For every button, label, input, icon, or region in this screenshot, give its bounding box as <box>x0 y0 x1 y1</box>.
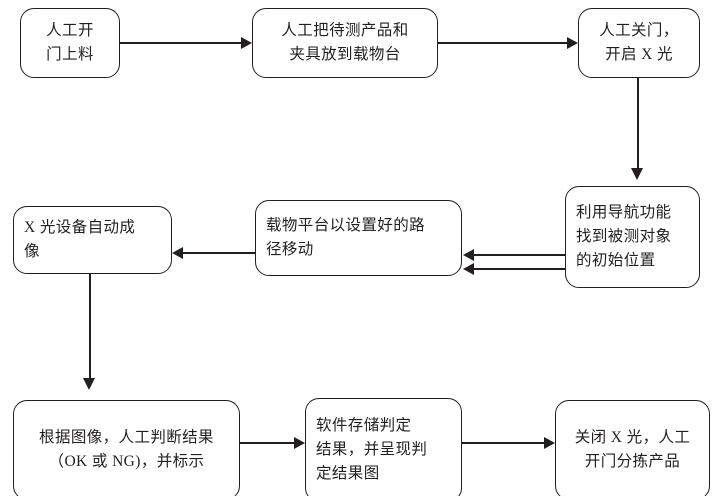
edge-n4-n5-line-upper <box>474 254 565 256</box>
flow-node-n1-label: 人工开 门上料 <box>46 21 94 63</box>
flow-node-n3[interactable]: 人工关门， 开启 X 光 <box>578 8 700 78</box>
flow-node-n1[interactable]: 人工开 门上料 <box>20 8 120 78</box>
flow-node-n7[interactable]: 根据图像，人工判断结果 （OK 或 NG)，并标示 <box>13 400 240 496</box>
edge-n8-n9-arrowhead <box>544 437 555 449</box>
edge-n6-n7-line <box>89 274 91 378</box>
edge-n1-n2-arrowhead <box>241 37 252 49</box>
flow-node-n5-label: 载物平台以设置好的路 径移动 <box>266 216 426 258</box>
flow-node-n5[interactable]: 载物平台以设置好的路 径移动 <box>255 200 462 276</box>
flow-node-n4-label: 利用导航功能 找到被测对象 的初始位置 <box>576 203 672 269</box>
edge-n4-n5-arrowhead-upper <box>463 249 474 261</box>
edge-n6-n7-arrowhead <box>83 378 95 390</box>
flow-node-n6[interactable]: X 光设备自动成 像 <box>13 206 172 274</box>
edge-n7-n8-arrowhead <box>294 437 305 449</box>
edge-n5-n6-arrowhead <box>172 247 183 259</box>
flow-node-n2-label: 人工把待测产品和 夹具放到载物台 <box>281 21 409 63</box>
edge-n4-n5-line-lower <box>474 268 565 270</box>
flow-node-n8-label: 软件存储判定 结果，并呈现判 定结果图 <box>316 416 428 482</box>
flow-node-n7-label: 根据图像，人工判断结果 （OK 或 NG)，并标示 <box>39 428 214 470</box>
edge-n4-n5-arrowhead-lower <box>463 263 474 275</box>
edge-n2-n3-line <box>438 42 567 44</box>
edge-n3-n4-arrowhead <box>631 168 643 180</box>
flow-node-n8[interactable]: 软件存储判定 结果，并呈现判 定结果图 <box>305 398 462 496</box>
flow-node-n6-label: X 光设备自动成 像 <box>24 218 136 260</box>
edge-n2-n3-arrowhead <box>567 37 578 49</box>
edge-n5-n6-line <box>183 252 255 254</box>
flow-node-n9-label: 关闭 X 光，人工 开门分拣产品 <box>574 428 691 470</box>
flow-node-n9[interactable]: 关闭 X 光，人工 开门分拣产品 <box>555 400 710 496</box>
edge-n8-n9-line <box>462 442 544 444</box>
flow-node-n4[interactable]: 利用导航功能 找到被测对象 的初始位置 <box>565 186 700 288</box>
flow-node-n2[interactable]: 人工把待测产品和 夹具放到载物台 <box>252 8 438 78</box>
edge-n1-n2-line <box>120 42 241 44</box>
edge-n7-n8-line <box>240 442 294 444</box>
flow-node-n3-label: 人工关门， 开启 X 光 <box>599 21 679 63</box>
edge-n3-n4-line <box>637 78 639 168</box>
